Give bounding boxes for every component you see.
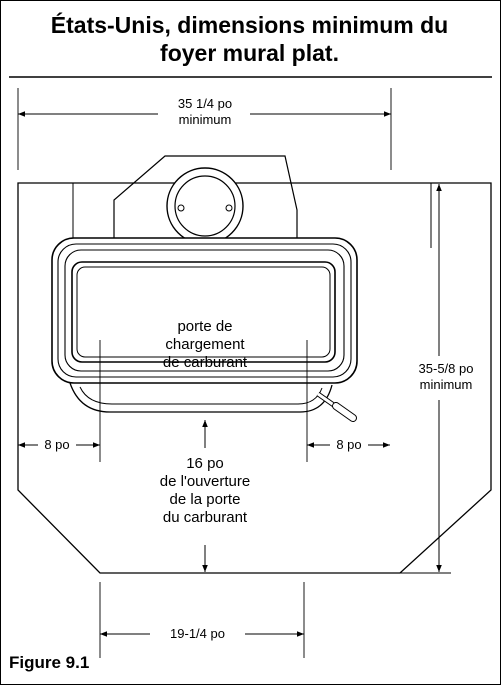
top-width-label: 35 1/4 po minimum	[164, 96, 246, 128]
right-side-label: 8 po	[336, 437, 362, 452]
stove-front	[51, 237, 358, 422]
door-clearance-line-4: du carburant	[162, 509, 248, 526]
door-clearance-line-1: 16 po	[186, 455, 224, 472]
fuel-door-label-line-3: de carburant	[162, 354, 248, 371]
diagram-title: États-Unis, dimensions minimum du foyer …	[8, 11, 491, 67]
title-line-2: foyer mural plat.	[160, 40, 339, 66]
height-note: minimum	[419, 377, 473, 392]
left-side-label: 8 po	[44, 437, 70, 452]
title-line-1: États-Unis, dimensions minimum du	[50, 12, 449, 38]
height-value: 35-5/8 po	[418, 361, 474, 376]
dimension-lines	[18, 111, 442, 637]
fuel-door-label: porte de chargement de carburant	[130, 318, 280, 372]
bottom-width-label: 19-1/4 po	[170, 626, 225, 641]
figure-label: Figure 9.1	[9, 653, 90, 672]
door-clearance-label: 16 po de l'ouverture de la porte du carb…	[130, 455, 280, 527]
fuel-door-label-line-2: chargement	[165, 336, 245, 353]
height-label: 35-5/8 po minimum	[408, 361, 484, 393]
door-clearance-line-2: de l'ouverture	[159, 473, 251, 490]
fuel-door	[71, 261, 336, 363]
extension-lines	[17, 88, 451, 658]
top-width-note: minimum	[178, 112, 232, 127]
stove-body	[72, 155, 432, 248]
top-width-value: 35 1/4 po	[177, 96, 233, 111]
door-clearance-line-3: de la porte	[169, 491, 241, 508]
fuel-door-label-line-1: porte de	[177, 318, 233, 335]
